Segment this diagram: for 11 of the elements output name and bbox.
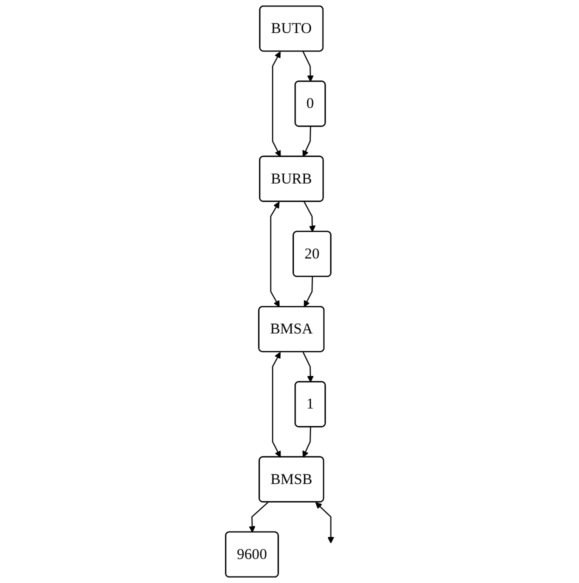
arrow — [248, 502, 268, 533]
arrow — [302, 427, 312, 458]
arrow — [272, 51, 281, 157]
arrow — [315, 502, 334, 544]
arrow — [304, 276, 313, 308]
arrow — [302, 126, 312, 157]
arrow — [270, 202, 280, 308]
arrow — [304, 201, 316, 232]
arrow — [302, 352, 314, 382]
arrow — [272, 352, 281, 458]
arrow — [302, 51, 314, 82]
